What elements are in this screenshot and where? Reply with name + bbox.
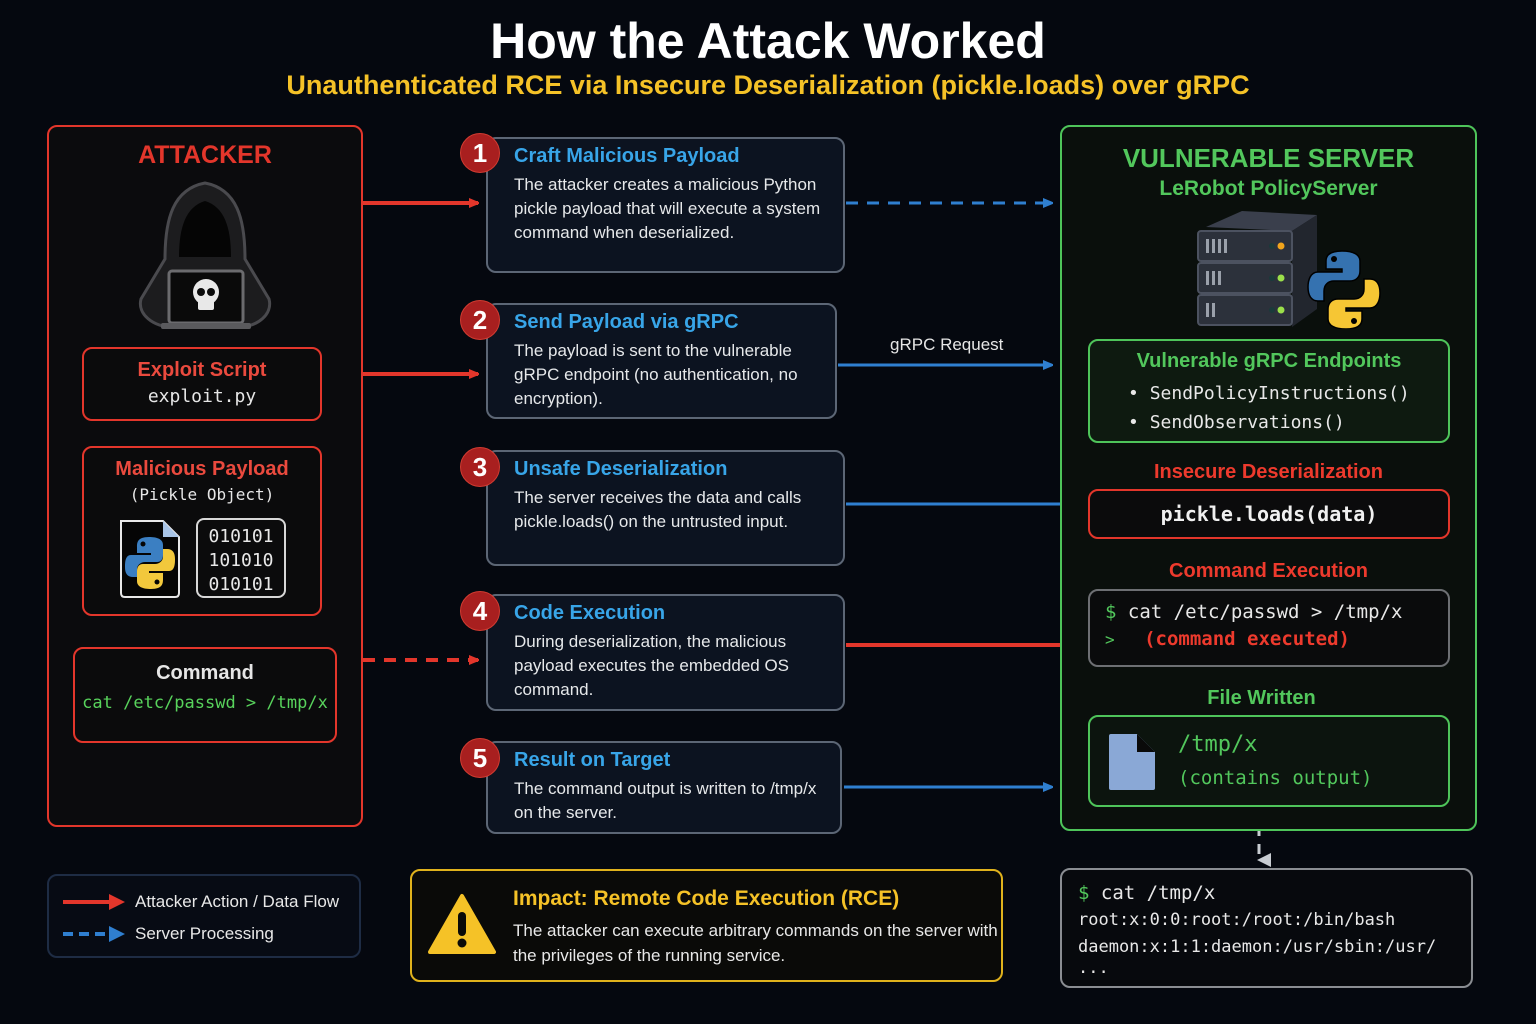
server-panel: VULNERABLE SERVER LeRobot PolicyServer V… <box>1060 125 1477 831</box>
endpoint-name: SendObservations() <box>1149 412 1345 433</box>
step-3-card: Unsafe Deserialization The server receiv… <box>486 450 845 566</box>
step-number-badge: 4 <box>460 591 500 631</box>
endpoint-item: • SendObservations() <box>1128 412 1345 433</box>
pickle-loads-code: pickle.loads(data) <box>1160 502 1378 526</box>
file-icon <box>1107 732 1157 797</box>
file-note: (contains output) <box>1178 767 1373 789</box>
impact-title: Impact: Remote Code Execution (RCE) <box>513 887 900 910</box>
attacker-panel: ATTACKER Exploit Script exploit.py Malic… <box>47 125 363 827</box>
server-subtitle: LeRobot PolicyServer <box>1159 177 1378 200</box>
page-title: How the Attack Worked <box>490 13 1046 69</box>
binary-line: 010101 <box>208 574 274 595</box>
endpoint-name: SendPolicyInstructions() <box>1149 383 1410 404</box>
file-written-label: File Written <box>1207 687 1316 709</box>
payload-title: Malicious Payload <box>115 458 289 480</box>
step-description: The command output is written to /tmp/x … <box>514 777 824 825</box>
pickle-loads-box: pickle.loads(data) <box>1088 489 1450 539</box>
page-subtitle: Unauthenticated RCE via Insecure Deseria… <box>286 70 1250 100</box>
step-5-card: Result on Target The command output is w… <box>486 741 842 834</box>
command-text: cat /etc/passwd > /tmp/x <box>82 693 328 713</box>
terminal-command: cat /tmp/x <box>1100 882 1216 904</box>
step-title: Code Execution <box>514 602 666 624</box>
payload-subtitle: (Pickle Object) <box>129 485 275 504</box>
step-description-text: The command output is written to /tmp/x … <box>514 779 817 822</box>
python-file-icon <box>117 517 183 604</box>
step-number-badge: 3 <box>460 447 500 487</box>
result-prompt: > <box>1105 630 1115 649</box>
step-title: Result on Target <box>514 749 671 771</box>
command-box: Command cat /etc/passwd > /tmp/x <box>73 647 337 743</box>
step-description: The payload is sent to the vulnerable gR… <box>514 341 798 408</box>
step-description: The server receives the data and calls p… <box>514 488 802 531</box>
binary-line: 010101 <box>208 526 274 547</box>
terminal-output-line: daemon:x:1:1:daemon:/usr/sbin:/usr/ <box>1078 937 1437 957</box>
command-execution-label: Command Execution <box>1169 560 1368 582</box>
terminal-output-line: root:x:0:0:root:/root:/bin/bash <box>1078 910 1396 930</box>
step-number-badge: 1 <box>460 133 500 173</box>
step-4-card: Code Execution During deserialization, t… <box>486 594 845 711</box>
terminal-output-box: $ cat /tmp/x root:x:0:0:root:/root:/bin/… <box>1060 868 1473 988</box>
step-title: Send Payload via gRPC <box>514 311 739 333</box>
execution-terminal: $ cat /etc/passwd > /tmp/x > (command ex… <box>1088 589 1450 667</box>
impact-box: Impact: Remote Code Execution (RCE) The … <box>410 869 1003 982</box>
file-written-box: /tmp/x (contains output) <box>1088 715 1450 807</box>
grpc-request-label: gRPC Request <box>890 335 1004 354</box>
command-title: Command <box>156 662 254 684</box>
binary-line: 101010 <box>208 550 274 571</box>
shell-prompt: $ <box>1105 601 1117 623</box>
legend: Attacker Action / Data Flow Server Proce… <box>47 874 361 958</box>
exploit-script-file: exploit.py <box>147 386 257 407</box>
step-title: Craft Malicious Payload <box>514 145 740 167</box>
executed-command: cat /etc/passwd > /tmp/x <box>1127 601 1403 623</box>
server-title: VULNERABLE SERVER <box>1122 143 1415 173</box>
execution-result: (command executed) <box>1144 628 1350 650</box>
hacker-icon <box>133 179 278 339</box>
step-description: The attacker creates a malicious Python … <box>514 175 821 242</box>
terminal-output-line: ... <box>1078 958 1109 978</box>
warning-icon <box>428 893 496 960</box>
step-number-badge: 2 <box>460 300 500 340</box>
exploit-script-title: Exploit Script <box>137 359 267 381</box>
step-title: Unsafe Deserialization <box>514 458 728 480</box>
attacker-title: ATTACKER <box>138 141 272 169</box>
insecure-deserialization-label: Insecure Deserialization <box>1154 461 1383 483</box>
endpoints-box: Vulnerable gRPC Endpoints • SendPolicyIn… <box>1088 339 1450 443</box>
impact-description: The attacker can execute arbitrary comma… <box>513 921 998 965</box>
legend-label: Server Processing <box>135 924 274 943</box>
step-number-badge: 5 <box>460 738 500 778</box>
step-description: During deserialization, the malicious pa… <box>514 632 790 699</box>
legend-label: Attacker Action / Data Flow <box>135 892 340 911</box>
malicious-payload-box: Malicious Payload (Pickle Object) 010101… <box>82 446 322 616</box>
terminal-prompt: $ <box>1078 882 1090 904</box>
endpoint-item: • SendPolicyInstructions() <box>1128 383 1410 404</box>
dashed-blue-arrow-icon <box>63 924 125 949</box>
solid-red-arrow-icon <box>63 892 125 917</box>
step-1-card: Craft Malicious Payload The attacker cre… <box>486 137 845 273</box>
binary-data-icon: 010101 101010 010101 <box>196 518 286 598</box>
step-2-card: Send Payload via gRPC The payload is sen… <box>486 303 837 419</box>
endpoints-title: Vulnerable gRPC Endpoints <box>1136 350 1402 372</box>
exploit-script-box: Exploit Script exploit.py <box>82 347 322 421</box>
file-path: /tmp/x <box>1178 732 1258 757</box>
server-rack-icon <box>1192 209 1387 334</box>
